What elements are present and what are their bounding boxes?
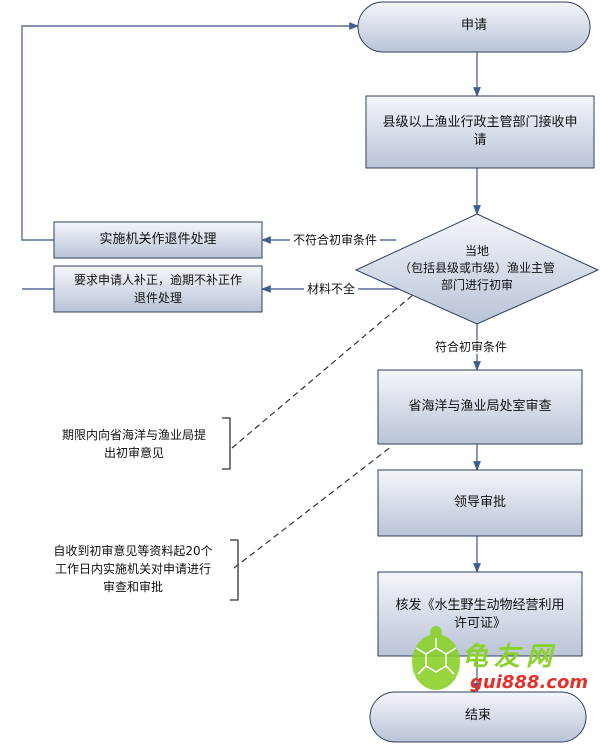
node-end-shape <box>369 691 587 743</box>
node-issue-permit: 核发《水生野生动物经营利用 许可证》 <box>395 598 565 631</box>
note-bracket-2 <box>230 539 239 601</box>
node-reject-shape <box>53 221 263 259</box>
node-receive: 县级以上渔业行政主管部门接收申 请 <box>382 115 578 148</box>
node-apply-shape <box>357 1 591 53</box>
note-leader-2 <box>233 445 393 569</box>
node-leader-approval: 领导审批 <box>453 495 506 510</box>
node-supplement-shape <box>53 265 263 313</box>
node-supplement: 要求申请人补正，逾期不补正作 退件处理 <box>73 273 242 305</box>
watermark-title: 龟友网 <box>462 642 559 672</box>
node-end: 结束 <box>464 708 491 723</box>
node-issue-shape <box>377 571 583 657</box>
node-review-shape <box>354 213 600 325</box>
watermark-turtle-icon <box>412 626 460 690</box>
node-leader-shape <box>377 469 583 537</box>
node-receive-shape <box>365 95 595 169</box>
edge-label-qualified: 符合初审条件 <box>432 340 511 354</box>
edge-label-incomplete: 材料不全 <box>304 282 359 296</box>
note-deadline-approval: 自收到初审意见等资料起20个 工作日内实施机关对申请进行 审查和审批 <box>53 544 213 594</box>
node-reject: 实施机关作退件处理 <box>99 232 217 247</box>
node-office-review: 省海洋与渔业局处室审查 <box>408 399 552 414</box>
edge-label-not-qualified: 不符合初审条件 <box>290 233 381 247</box>
node-apply: 申请 <box>460 18 487 33</box>
watermark-url: gui888.com <box>470 672 589 693</box>
node-review: 当地 （包括县级或市级）渔业主管 部门进行初审 <box>398 244 555 292</box>
connector-feedback-loop <box>21 22 359 241</box>
node-office-shape <box>377 369 583 445</box>
note-bracket-1 <box>222 417 231 470</box>
note-deadline-initial-review: 期限内向省海洋与渔业局提 出初审意见 <box>61 428 206 460</box>
